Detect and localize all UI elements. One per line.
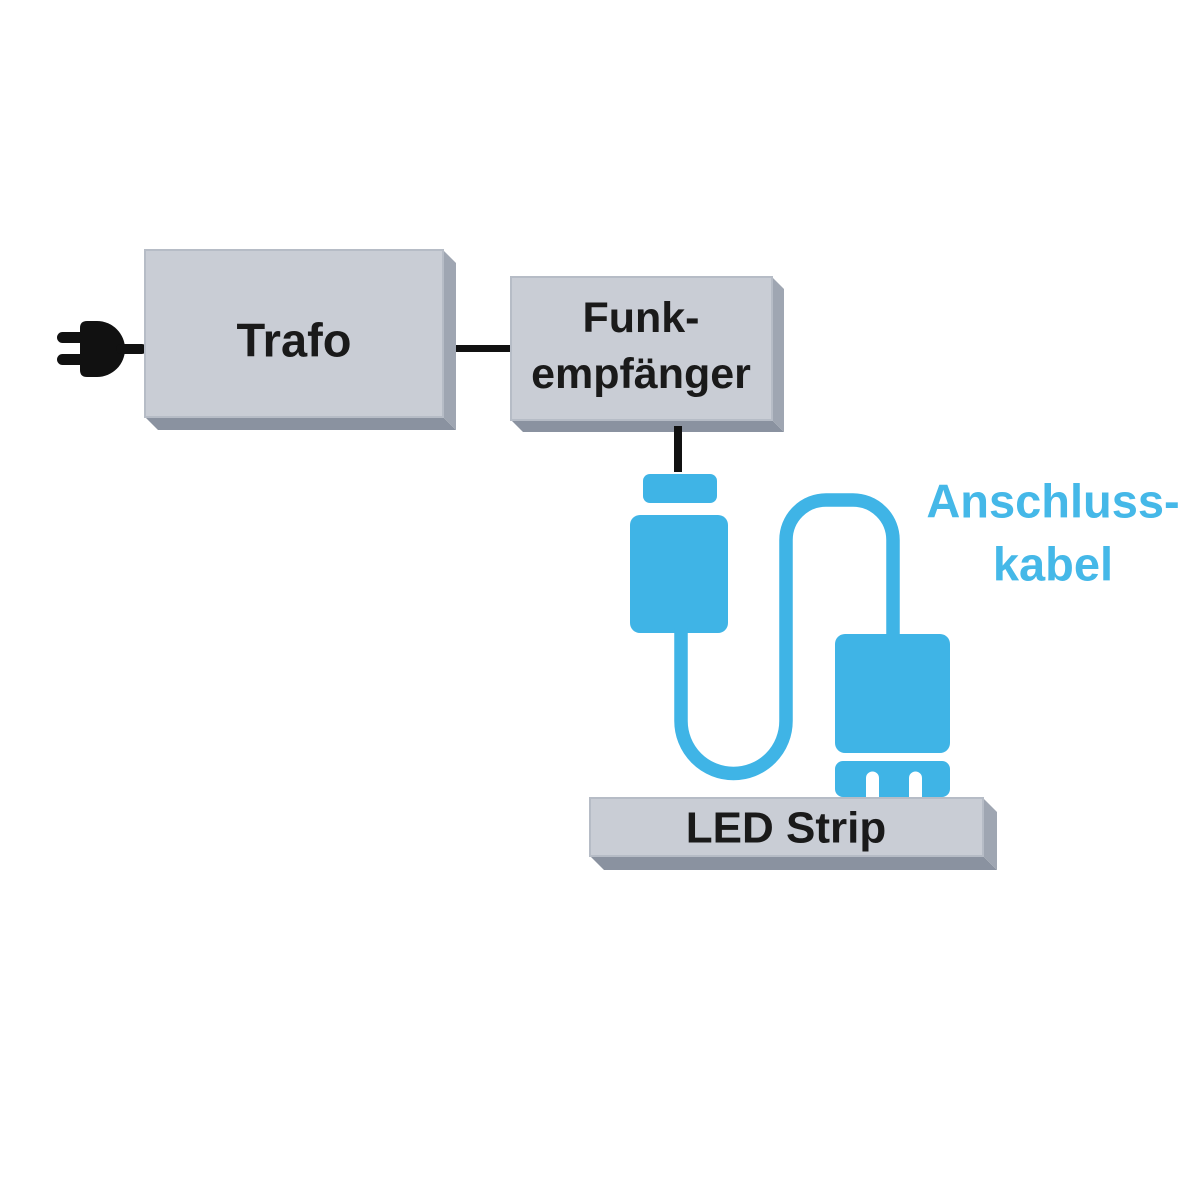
cable-label-line1: Anschluss-: [926, 475, 1179, 528]
plug-cord: [116, 344, 147, 354]
trafo-box-bevel-right: [443, 250, 456, 430]
connector1-body: [630, 515, 728, 633]
funk-label-line1: Funk-: [582, 294, 699, 342]
cable-curve: [674, 493, 900, 781]
trafo-box-bevel-bottom: [145, 417, 456, 430]
funk-box: Funk- empfänger: [510, 276, 784, 432]
funk-label-line2: empfänger: [531, 350, 751, 398]
funk-box-face: [510, 276, 773, 421]
led-strip-bar: LED Strip: [589, 797, 997, 870]
connection-cable-assembly: [630, 474, 950, 797]
wire-trafo-funk: [456, 345, 513, 352]
plug-body: [80, 321, 125, 377]
funk-box-bevel-bottom: [511, 420, 784, 432]
connector2-clamp: [835, 761, 950, 797]
power-plug-icon: [57, 321, 147, 377]
led-strip-bevel-right: [983, 798, 997, 870]
led-strip-label: LED Strip: [686, 804, 886, 853]
trafo-label: Trafo: [237, 314, 352, 367]
connector2-body: [835, 634, 950, 753]
led-strip-face: [589, 797, 984, 857]
trafo-box: Trafo: [144, 249, 456, 430]
wire-funk-cable: [674, 426, 682, 472]
cable-label-line2: kabel: [993, 538, 1113, 591]
connector1-cap: [643, 474, 717, 503]
led-strip-bevel-bottom: [590, 856, 997, 870]
cable-label: Anschluss- kabel: [926, 475, 1179, 591]
funk-box-bevel-right: [772, 277, 784, 432]
trafo-box-face: [144, 249, 444, 418]
